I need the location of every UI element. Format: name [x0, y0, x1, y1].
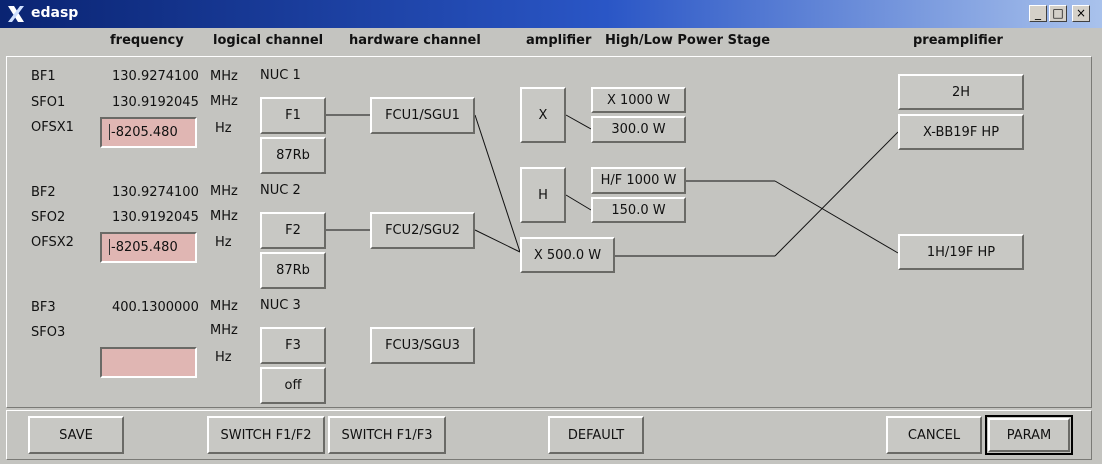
preamp-1h19f-button[interactable]: 1H/19F HP	[898, 234, 1024, 270]
hardware-fcu3-button[interactable]: FCU3/SGU3	[370, 327, 475, 364]
nuc2-label: NUC 2	[260, 183, 301, 198]
close-icon: ×	[1075, 6, 1087, 20]
title-bar[interactable]: edasp _ □ ×	[0, 0, 1102, 28]
sfo3-unit: MHz	[210, 323, 238, 338]
header-frequency: frequency	[110, 33, 184, 48]
text-cursor	[109, 124, 110, 140]
sfo1-value: 130.9192045	[112, 95, 199, 110]
sfo2-unit: MHz	[210, 209, 238, 224]
bf1-label: BF1	[31, 69, 56, 84]
sfo3-label: SFO3	[31, 325, 66, 340]
close-button[interactable]: ×	[1072, 5, 1090, 22]
bf2-unit: MHz	[210, 184, 238, 199]
sfo1-label: SFO1	[31, 95, 66, 110]
hardware-fcu2-button[interactable]: FCU2/SGU2	[370, 212, 475, 249]
amplifier-x-button[interactable]: X	[520, 87, 566, 143]
stage-h150-button[interactable]: 150.0 W	[591, 197, 686, 223]
nuc3-label: NUC 3	[260, 298, 301, 313]
stage-x300-button[interactable]: 300.0 W	[591, 116, 686, 143]
bottom-button-bar	[6, 410, 1092, 460]
x-logo-icon	[8, 6, 24, 22]
bf1-unit: MHz	[210, 69, 238, 84]
bf3-value: 400.1300000	[112, 300, 199, 315]
nucleus-off-button[interactable]: off	[260, 367, 326, 404]
bf1-value: 130.9274100	[112, 69, 199, 84]
save-button[interactable]: SAVE	[28, 416, 124, 454]
minimize-icon: _	[1035, 6, 1041, 20]
maximize-button[interactable]: □	[1049, 5, 1067, 22]
amplifier-h-button[interactable]: H	[520, 167, 566, 223]
ofsx1-unit: Hz	[215, 121, 232, 136]
bf3-unit: MHz	[210, 299, 238, 314]
bf2-label: BF2	[31, 185, 56, 200]
stage-hf1000-button[interactable]: H/F 1000 W	[591, 167, 686, 194]
ofsx3-input[interactable]	[100, 347, 197, 378]
logical-f2-button[interactable]: F2	[260, 212, 326, 249]
amplifier-x500-button[interactable]: X 500.0 W	[520, 237, 615, 273]
bf3-label: BF3	[31, 300, 56, 315]
logical-f1-button[interactable]: F1	[260, 97, 326, 134]
header-amplifier: amplifier	[526, 33, 592, 48]
switch-f1f2-button[interactable]: SWITCH F1/F2	[207, 416, 325, 454]
header-power-stage: High/Low Power Stage	[605, 33, 771, 48]
ofsx2-input[interactable]	[100, 232, 197, 263]
logical-f3-button[interactable]: F3	[260, 327, 326, 364]
preamp-xbb19f-button[interactable]: X-BB19F HP	[898, 114, 1024, 150]
main-panel	[6, 56, 1092, 408]
sfo2-value: 130.9192045	[112, 210, 199, 225]
ofsx2-unit: Hz	[215, 235, 232, 250]
header-logical-channel: logical channel	[213, 33, 324, 48]
header-hardware-channel: hardware channel	[349, 33, 481, 48]
nucleus-87rb-2-button[interactable]: 87Rb	[260, 252, 326, 289]
param-default-frame	[985, 415, 1073, 455]
param-button[interactable]: PARAM	[988, 418, 1070, 452]
ofsx3-unit: Hz	[215, 350, 232, 365]
ofsx1-input[interactable]	[100, 117, 197, 148]
switch-f1f3-button[interactable]: SWITCH F1/F3	[328, 416, 446, 454]
nucleus-87rb-1-button[interactable]: 87Rb	[260, 137, 326, 174]
stage-x1000-button[interactable]: X 1000 W	[591, 87, 686, 113]
preamp-2h-button[interactable]: 2H	[898, 74, 1024, 110]
ofsx2-label: OFSX2	[31, 235, 74, 250]
header-preamplifier: preamplifier	[913, 33, 1003, 48]
ofsx1-label: OFSX1	[31, 120, 74, 135]
text-cursor	[109, 239, 110, 255]
window-title: edasp	[31, 5, 79, 21]
maximize-icon: □	[1052, 6, 1064, 20]
nuc1-label: NUC 1	[260, 68, 301, 83]
sfo1-unit: MHz	[210, 94, 238, 109]
sfo2-label: SFO2	[31, 210, 66, 225]
bf2-value: 130.9274100	[112, 185, 199, 200]
default-button[interactable]: DEFAULT	[548, 416, 644, 454]
cancel-button[interactable]: CANCEL	[886, 416, 982, 454]
hardware-fcu1-button[interactable]: FCU1/SGU1	[370, 97, 475, 134]
minimize-button[interactable]: _	[1029, 5, 1047, 22]
